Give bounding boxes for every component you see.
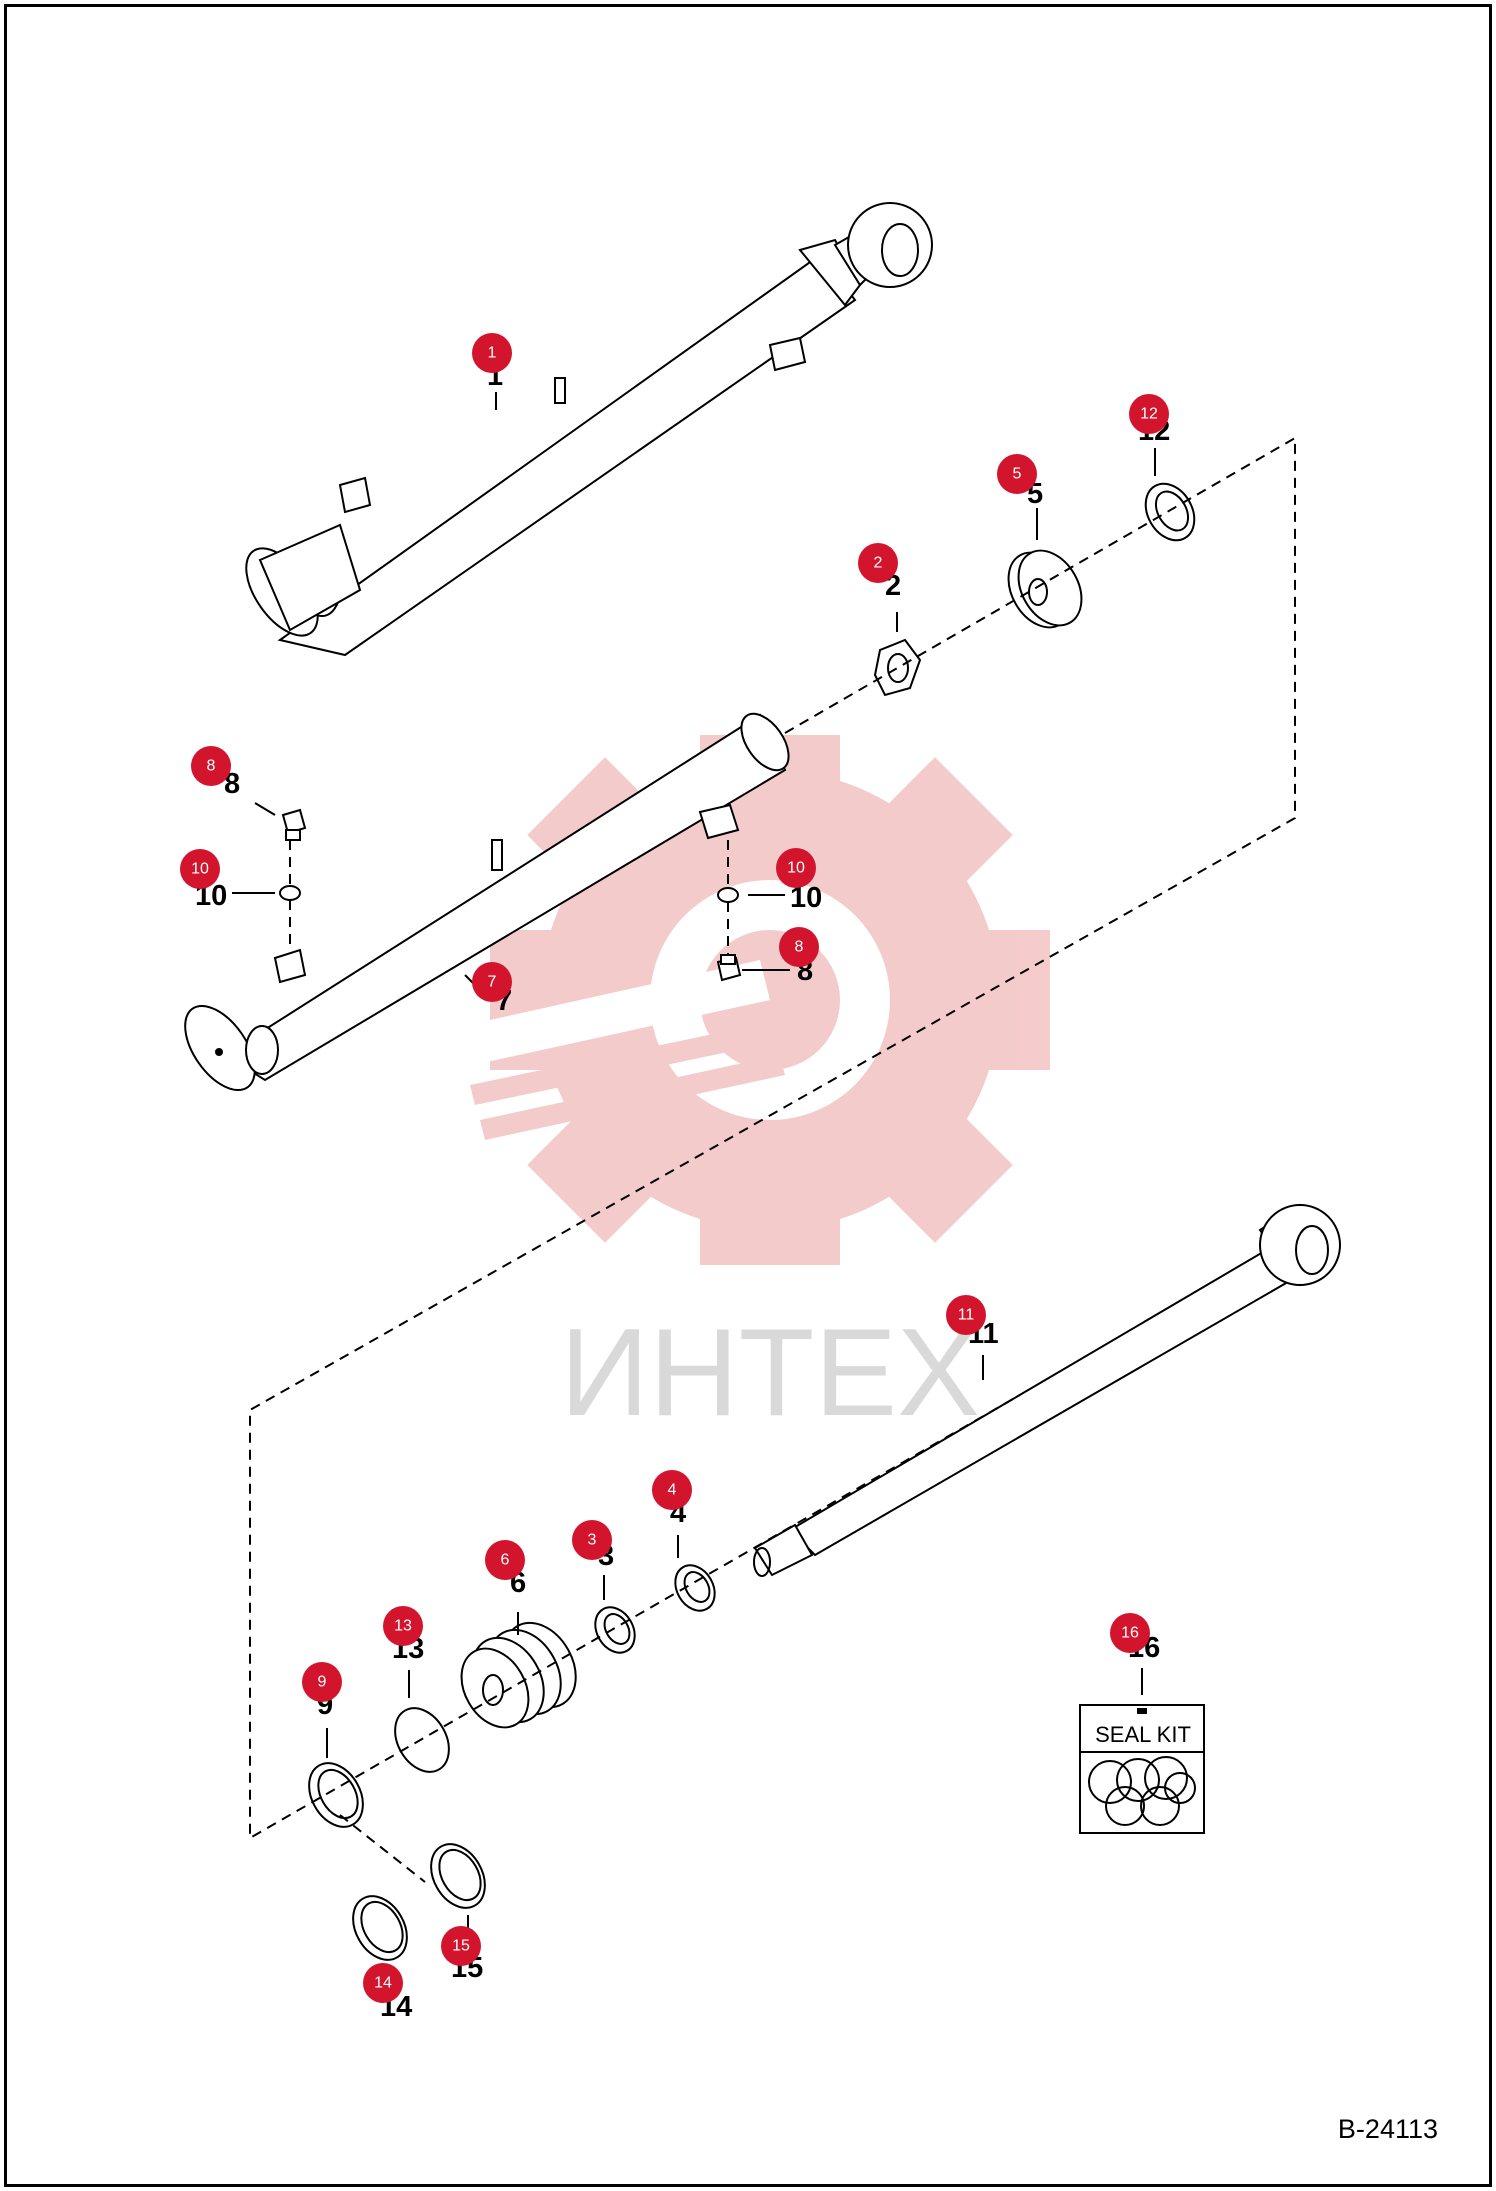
svg-text:15: 15 xyxy=(452,1938,470,1955)
svg-text:8: 8 xyxy=(207,758,216,775)
callout-badge-12[interactable]: 12 xyxy=(1129,394,1169,434)
ring-part-4 xyxy=(674,1564,716,1612)
callout-badge-5[interactable]: 5 xyxy=(997,454,1037,494)
callout-badge-4[interactable]: 4 xyxy=(652,1470,692,1510)
callout-badge-2[interactable]: 2 xyxy=(858,543,898,583)
assembly-dashed-lines xyxy=(249,436,1296,1883)
callout-badge-3[interactable]: 3 xyxy=(572,1520,612,1560)
svg-text:7: 7 xyxy=(488,974,497,991)
svg-text:6: 6 xyxy=(501,1552,510,1569)
seal-kit-box: SEAL KIT xyxy=(1079,1704,1205,1834)
drawing-frame xyxy=(4,4,1492,2187)
watermark-text: ИНТЕХ xyxy=(560,1304,980,1442)
plug-part-8-top xyxy=(281,808,307,841)
svg-text:4: 4 xyxy=(668,1482,677,1499)
oring-part-14 xyxy=(352,1895,408,1961)
svg-text:10: 10 xyxy=(787,860,805,877)
svg-text:1: 1 xyxy=(488,345,497,362)
svg-text:10: 10 xyxy=(191,861,209,878)
callout-badges: 1 2 3 4 5 6 7 8 8 9 10 10 11 12 13 14 15… xyxy=(180,333,1169,2003)
piston-part-6 xyxy=(460,1621,577,1729)
svg-text:14: 14 xyxy=(374,1975,392,1992)
callout-badge-7[interactable]: 7 xyxy=(472,962,512,1002)
piston-rod xyxy=(753,1203,1341,1577)
ring-part-12 xyxy=(1144,482,1196,542)
watermark-gear-logo xyxy=(445,735,1050,1265)
plug-part-8-bottom xyxy=(716,954,742,982)
svg-text:5: 5 xyxy=(1013,466,1022,483)
svg-text:3: 3 xyxy=(588,1532,597,1549)
callout-badge-8-bottom[interactable]: 8 xyxy=(779,927,819,967)
svg-text:9: 9 xyxy=(318,1674,327,1691)
svg-text:12: 12 xyxy=(1140,406,1158,423)
callout-badge-9[interactable]: 9 xyxy=(302,1662,342,1702)
callout-badge-1[interactable]: 1 xyxy=(472,333,512,373)
callout-badge-15[interactable]: 15 xyxy=(441,1926,481,1966)
seal-kit-label: SEAL KIT xyxy=(1095,1722,1191,1747)
svg-text:2: 2 xyxy=(874,555,883,572)
ring-part-3 xyxy=(594,1606,636,1654)
callout-badge-11[interactable]: 11 xyxy=(946,1295,986,1335)
svg-text:8: 8 xyxy=(795,939,804,956)
callout-badge-16[interactable]: 16 xyxy=(1110,1613,1150,1653)
callout-badge-10-left[interactable]: 10 xyxy=(180,849,220,889)
ring-part-9 xyxy=(308,1762,364,1828)
callout-badge-14[interactable]: 14 xyxy=(363,1963,403,2003)
assembled-cylinder xyxy=(245,202,933,657)
oring-part-10-left xyxy=(279,885,301,901)
cylinder-barrel xyxy=(184,712,790,1092)
ring-part-15 xyxy=(430,1843,486,1909)
svg-text:11: 11 xyxy=(958,1307,975,1324)
callout-badge-8-top[interactable]: 8 xyxy=(191,746,231,786)
nut-part-2 xyxy=(873,638,922,697)
svg-text:13: 13 xyxy=(394,1618,412,1635)
callout-badge-6[interactable]: 6 xyxy=(485,1540,525,1580)
svg-text:16: 16 xyxy=(1121,1625,1139,1642)
piston-part-5 xyxy=(1007,549,1083,629)
callout-badge-10-right[interactable]: 10 xyxy=(776,848,816,888)
callout-badge-13[interactable]: 13 xyxy=(383,1606,423,1646)
figure-code: B-24113 xyxy=(1337,2114,1438,2144)
